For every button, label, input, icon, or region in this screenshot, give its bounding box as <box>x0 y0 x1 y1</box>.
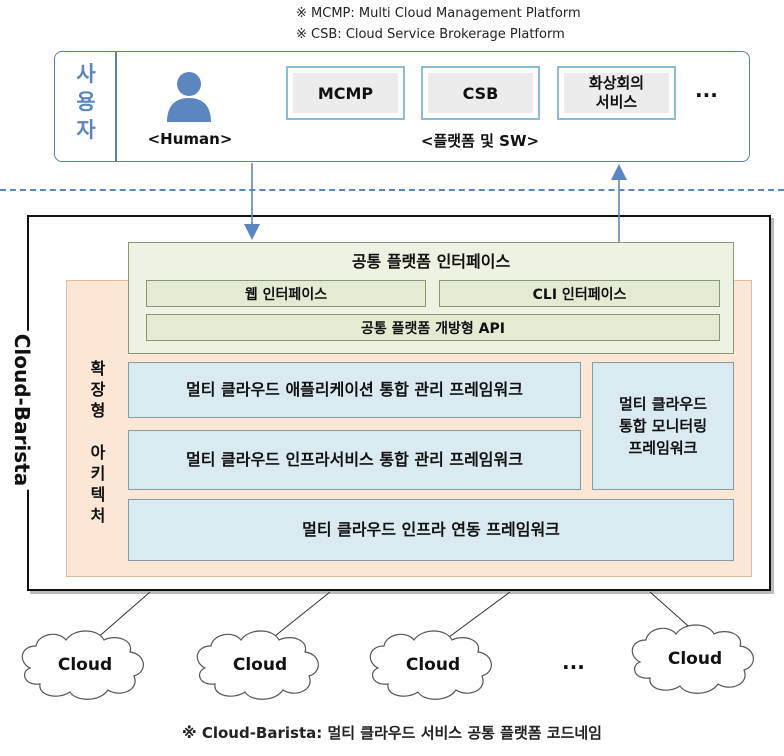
cloud-shape-3 <box>369 630 492 700</box>
cloud-label-3: Cloud <box>405 655 461 675</box>
user-area-divider <box>115 52 117 161</box>
open-api-label: 공통 플랫폼 개방형 API <box>361 320 505 337</box>
cli-interface-box: CLI 인터페이스 <box>439 280 720 307</box>
cloud-shape-2 <box>196 630 319 700</box>
service-mcmp: MCMP <box>286 66 405 120</box>
network-lines <box>94 591 696 641</box>
service-csb: CSB <box>421 66 540 120</box>
cloud-shape-4 <box>631 624 754 694</box>
cli-interface-label: CLI 인터페이스 <box>532 286 627 303</box>
open-api-box: 공통 플랫폼 개방형 API <box>146 314 720 341</box>
service-csb-label: CSB <box>428 73 533 113</box>
cloud-shape-1 <box>21 630 144 700</box>
monitoring-framework-box: 멀티 클라우드 통합 모니터링 프레임워크 <box>592 362 734 490</box>
services-more: ... <box>695 78 718 102</box>
service-video-conf-label: 화상회의 서비스 <box>564 73 669 113</box>
note-csb: ※ CSB: Cloud Service Brokerage Platform <box>296 27 565 42</box>
web-interface-label: 웹 인터페이스 <box>244 286 328 303</box>
common-interface-title: 공통 플랫폼 인터페이스 <box>351 252 511 271</box>
cloud-label-4: Cloud <box>667 649 723 669</box>
service-video-conf: 화상회의 서비스 <box>557 66 676 120</box>
app-framework-label: 멀티 클라우드 애플리케이션 통합 관리 프레임워크 <box>186 380 523 399</box>
human-caption: <Human> <box>147 130 233 148</box>
note-mcmp: ※ MCMP: Multi Cloud Management Platform <box>296 6 581 21</box>
infra-service-framework-box: 멀티 클라우드 인프라서비스 통합 관리 프레임워크 <box>128 430 581 490</box>
cloud-label-2: Cloud <box>232 655 288 675</box>
app-framework-box: 멀티 클라우드 애플리케이션 통합 관리 프레임워크 <box>128 362 581 418</box>
human-icon <box>167 72 211 122</box>
web-interface-box: 웹 인터페이스 <box>146 280 426 307</box>
cloud-label-1: Cloud <box>57 655 113 675</box>
clouds-more: ... <box>562 650 585 674</box>
extension-architecture-label: 확 장 형 아 키 텍 처 <box>90 359 106 525</box>
service-mcmp-label: MCMP <box>293 73 398 113</box>
monitoring-framework-label: 멀티 클라우드 통합 모니터링 프레임워크 <box>618 395 708 457</box>
platform-caption: <플랫폼 및 SW> <box>420 132 540 150</box>
infra-service-framework-label: 멀티 클라우드 인프라서비스 통합 관리 프레임워크 <box>186 450 523 469</box>
separator-dashed-line <box>0 189 784 191</box>
footer-note: ※ Cloud-Barista: 멀티 클라우드 서비스 공통 플랫폼 코드네임 <box>182 724 602 742</box>
user-label: 사 용 자 <box>76 62 96 142</box>
infra-link-framework-label: 멀티 클라우드 인프라 연동 프레임워크 <box>302 520 560 539</box>
infra-link-framework-box: 멀티 클라우드 인프라 연동 프레임워크 <box>128 499 734 561</box>
